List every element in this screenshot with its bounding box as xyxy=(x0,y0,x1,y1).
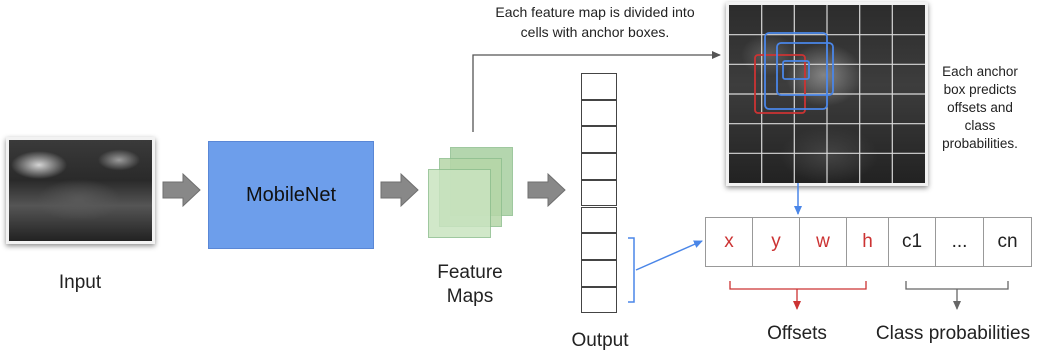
side-note-line4: class xyxy=(964,118,996,133)
prediction-cell-text: w xyxy=(816,231,830,252)
feature-maps-label-line2: Maps xyxy=(446,286,494,307)
top-note-line1: Each feature map is divided into xyxy=(495,4,695,20)
feature-to-grid-arrow xyxy=(472,51,721,132)
mobilenet-label: MobileNet xyxy=(245,183,337,206)
prediction-cell-text: h xyxy=(862,231,873,252)
input-label: Input xyxy=(58,272,102,293)
anchor-box-blue-large xyxy=(764,32,828,110)
prediction-cell-w: w xyxy=(799,217,847,267)
output-cell xyxy=(581,179,617,207)
prediction-cell-c1: c1 xyxy=(888,217,936,267)
prediction-cell-cn: cn xyxy=(983,217,1032,267)
output-cell xyxy=(581,153,617,180)
mobilenet-block: MobileNet xyxy=(208,141,374,249)
prediction-cell-text: c1 xyxy=(901,231,923,252)
output-cell xyxy=(581,99,617,127)
prediction-cell-h: h xyxy=(846,217,889,267)
side-note-line3: offsets and xyxy=(947,100,1013,115)
prediction-cell-text: ... xyxy=(951,231,968,252)
output-label: Output xyxy=(571,330,629,351)
prediction-cell-text: x xyxy=(724,231,734,252)
output-cell xyxy=(581,286,617,314)
prediction-cell-text: cn xyxy=(997,231,1018,252)
side-note-line5: probabilities. xyxy=(942,136,1018,151)
flow-arrow-icon xyxy=(527,172,566,208)
prediction-cell-y: y xyxy=(752,217,800,267)
offsets-label: Offsets xyxy=(767,323,827,344)
output-cell xyxy=(581,233,617,260)
prediction-cell-text: y xyxy=(771,231,781,252)
side-note-line1: Each anchor xyxy=(942,64,1018,79)
feature-map-front xyxy=(428,169,491,238)
flow-arrow-icon xyxy=(162,172,201,208)
offsets-bracket xyxy=(729,281,867,290)
side-note-line2: box predicts xyxy=(943,82,1017,97)
output-cell xyxy=(581,206,617,234)
anchor-box-blue-medium xyxy=(776,42,834,96)
anchor-box-red xyxy=(754,54,806,114)
input-image xyxy=(6,137,155,244)
output-cell xyxy=(581,73,617,100)
flow-arrow-icon xyxy=(380,172,419,208)
output-cell xyxy=(581,259,617,287)
feature-maps-label-line1: Feature xyxy=(437,262,503,283)
anchor-grid-overlay xyxy=(729,5,925,183)
anchor-box-blue-small xyxy=(782,60,810,80)
output-to-prediction-arrow xyxy=(635,240,703,271)
class-probabilities-label: Class probabilities xyxy=(875,323,1031,344)
output-bracket xyxy=(628,237,635,303)
top-note-line2: cells with anchor boxes. xyxy=(520,24,670,40)
class-bracket xyxy=(905,281,1009,290)
output-cell xyxy=(581,126,617,154)
